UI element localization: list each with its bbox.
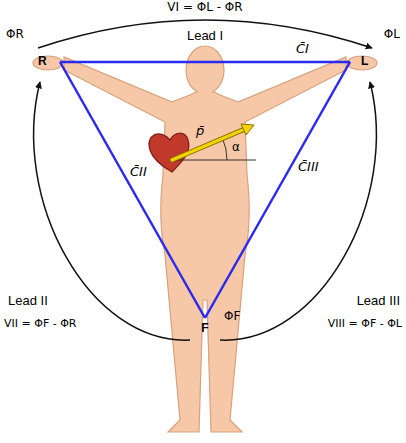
lead-name: Lead II <box>8 294 48 309</box>
electrode-label: F <box>201 322 208 336</box>
dipole-vector <box>172 124 254 160</box>
lead-name: Lead I <box>187 29 223 44</box>
lead-arc <box>38 20 372 48</box>
angle-label: α <box>232 141 240 155</box>
lead-formula: VIII = ΦF - ΦL <box>328 318 402 331</box>
dipole-label: p̄ <box>196 124 204 139</box>
lead-vector-label: C̄II <box>130 165 147 180</box>
lead-formula: VI = ΦL - ΦR <box>167 1 242 15</box>
lead-name: Lead III <box>357 294 400 309</box>
potential-label: ΦL <box>384 28 400 42</box>
einthoven-triangle <box>60 62 350 318</box>
lead-arc <box>34 82 190 340</box>
electrode-label: R <box>38 55 47 69</box>
electrode-label: L <box>361 55 368 69</box>
potential-label: ΦR <box>6 28 24 42</box>
potential-label: ΦF <box>224 310 240 324</box>
lead-formula: VII = ΦF - ΦR <box>4 318 76 331</box>
heart <box>149 133 189 172</box>
angle-arc <box>223 139 227 161</box>
angle-reference-line <box>172 160 256 161</box>
lead-vector-label: C̄I <box>296 42 309 57</box>
body-silhouette <box>33 46 377 432</box>
lead-vector-label: C̄III <box>298 160 319 175</box>
lead-arc <box>220 82 376 340</box>
